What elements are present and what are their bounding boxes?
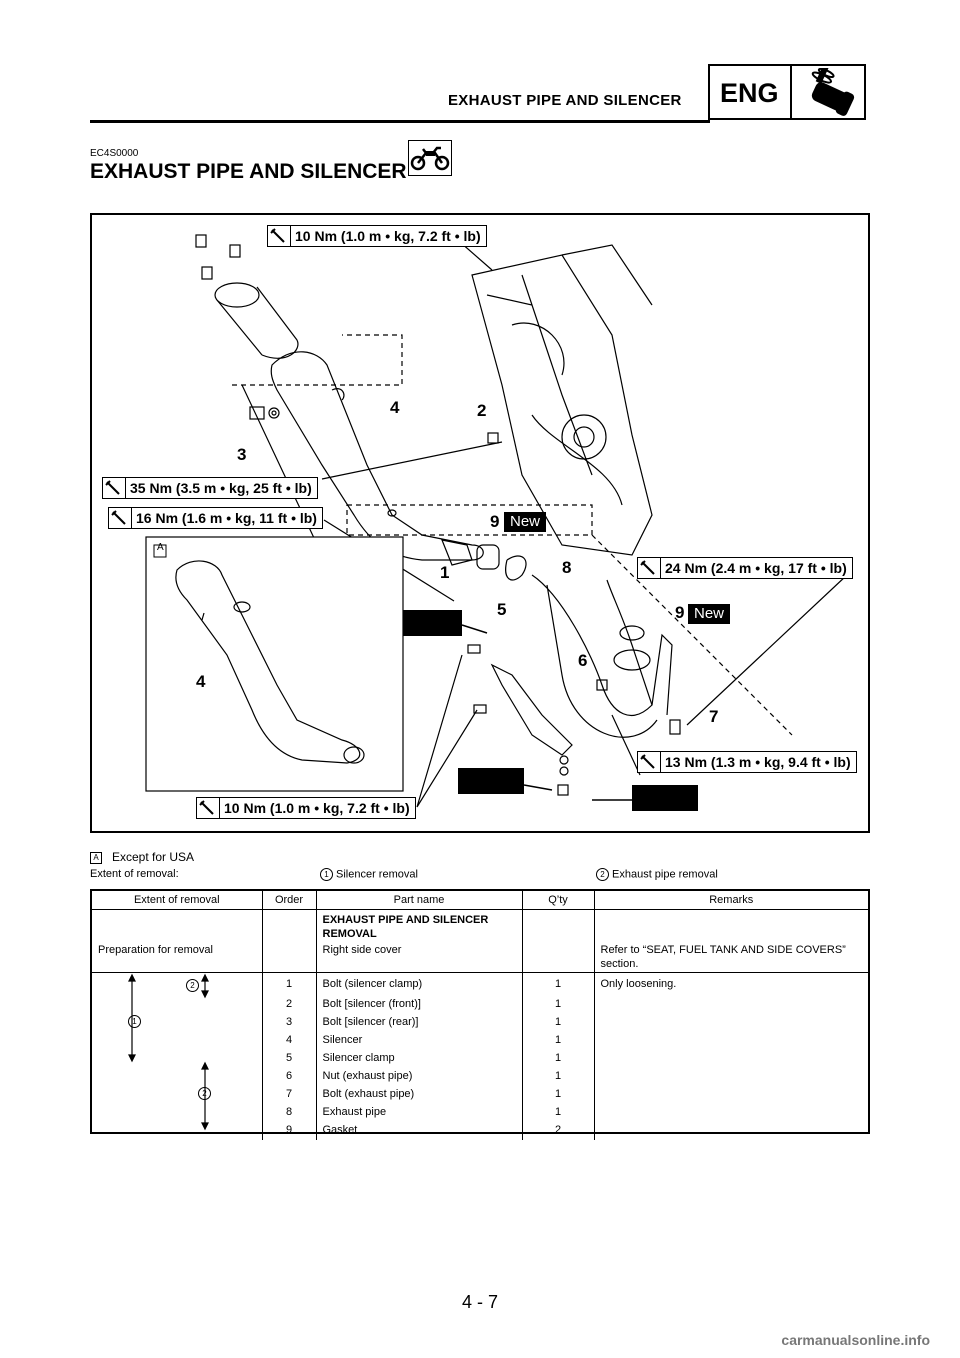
extent-item-2-text: Exhaust pipe removal <box>612 868 718 881</box>
motorcycle-icon <box>410 146 450 171</box>
torque-value: 16 Nm (1.6 m • kg, 11 ft • lb) <box>136 510 317 526</box>
callout-4-inset: 4 <box>196 672 206 691</box>
col-remarks: Remarks <box>593 891 868 910</box>
torque-label: 13 Nm (1.3 m • kg, 9.4 ft • lb) <box>637 751 857 773</box>
torque-label: 16 Nm (1.6 m • kg, 11 ft • lb) <box>108 507 323 529</box>
callout-5: 5 <box>497 600 507 619</box>
callout-7: 7 <box>709 707 719 726</box>
motorcycle-icon-box <box>408 140 452 176</box>
torque-value: 10 Nm (1.0 m • kg, 7.2 ft • lb) <box>224 800 410 816</box>
callout-6: 6 <box>578 651 588 670</box>
exhaust-diagram: A 10 Nm (1.0 m • kg, 7.2 ft • lb) 35 Nm … <box>90 213 870 833</box>
torque-wrench-icon <box>197 798 220 818</box>
callout-9: 9 <box>490 512 500 531</box>
removal-table: Extent of removal Order Part name Q’ty R… <box>90 889 870 1140</box>
callout-2: 2 <box>477 401 487 420</box>
header-rule <box>90 120 710 123</box>
callout-9: 9 <box>675 603 685 622</box>
col-order: Order <box>261 891 316 910</box>
new-tag: New <box>688 604 731 624</box>
extent-num-2: 2 <box>596 868 609 881</box>
torque-value: 24 Nm (2.4 m • kg, 17 ft • lb) <box>665 560 847 576</box>
page-number: 4 - 7 <box>461 1292 499 1312</box>
extent-num-1: 1 <box>320 868 333 881</box>
torque-wrench-icon <box>103 478 126 498</box>
callout-3: 3 <box>237 445 247 464</box>
section-title: EXHAUST PIPE AND SILENCER <box>90 160 407 183</box>
prep-label: Preparation for removal <box>92 942 262 973</box>
callout-1: 1 <box>440 563 450 582</box>
extent-arrows <box>128 973 209 1131</box>
extent-item-1-text: Silencer removal <box>336 868 418 881</box>
header-title: EXHAUST PIPE AND SILENCER <box>448 92 682 109</box>
torque-value: 35 Nm (3.5 m • kg, 25 ft • lb) <box>130 480 312 496</box>
extent-mark-2: 2 <box>198 1087 211 1100</box>
eng-badge-label: ENG <box>720 78 779 108</box>
torque-wrench-icon <box>268 226 291 246</box>
prep-remarks: Refer to “SEAT, FUEL TANK AND SIDE COVER… <box>593 942 868 973</box>
note-text: Except for USA <box>112 850 195 864</box>
torque-value: 13 Nm (1.3 m • kg, 9.4 ft • lb) <box>665 754 851 770</box>
torque-label: 24 Nm (2.4 m • kg, 17 ft • lb) <box>637 557 853 579</box>
watermark: carmanualsonline.info <box>781 1332 930 1348</box>
section-code: EC4S0000 <box>90 148 139 159</box>
eng-badge-divider <box>790 66 792 118</box>
col-part: Part name <box>315 891 522 910</box>
torque-label: 10 Nm (1.0 m • kg, 7.2 ft • lb) <box>267 225 487 247</box>
col-extent: Extent of removal <box>92 891 262 910</box>
callout-8: 8 <box>562 558 572 577</box>
torque-wrench-icon <box>638 752 661 772</box>
engine-wrench-icon <box>811 68 855 116</box>
extent-label: Extent of removal: <box>90 868 179 880</box>
inset-letter: A <box>157 542 164 553</box>
exhaust-illustration <box>145 234 848 811</box>
col-qty: Q’ty <box>521 891 594 910</box>
extent-mark-2: 2 <box>186 979 199 992</box>
note-except-usa: A Except for USA <box>90 850 194 864</box>
torque-label: 35 Nm (3.5 m • kg, 25 ft • lb) <box>102 477 318 499</box>
torque-wrench-icon <box>109 508 132 528</box>
prep-part: Right side cover <box>315 942 522 973</box>
eng-badge: ENG <box>708 64 866 120</box>
torque-label: 10 Nm (1.0 m • kg, 7.2 ft • lb) <box>196 797 416 819</box>
extent-mark-1: 1 <box>128 1015 141 1028</box>
new-tag: New <box>504 512 547 532</box>
torque-wrench-icon <box>638 558 661 578</box>
torque-value: 10 Nm (1.0 m • kg, 7.2 ft • lb) <box>295 228 481 244</box>
note-letter-box: A <box>90 851 102 864</box>
callout-4: 4 <box>390 398 400 417</box>
